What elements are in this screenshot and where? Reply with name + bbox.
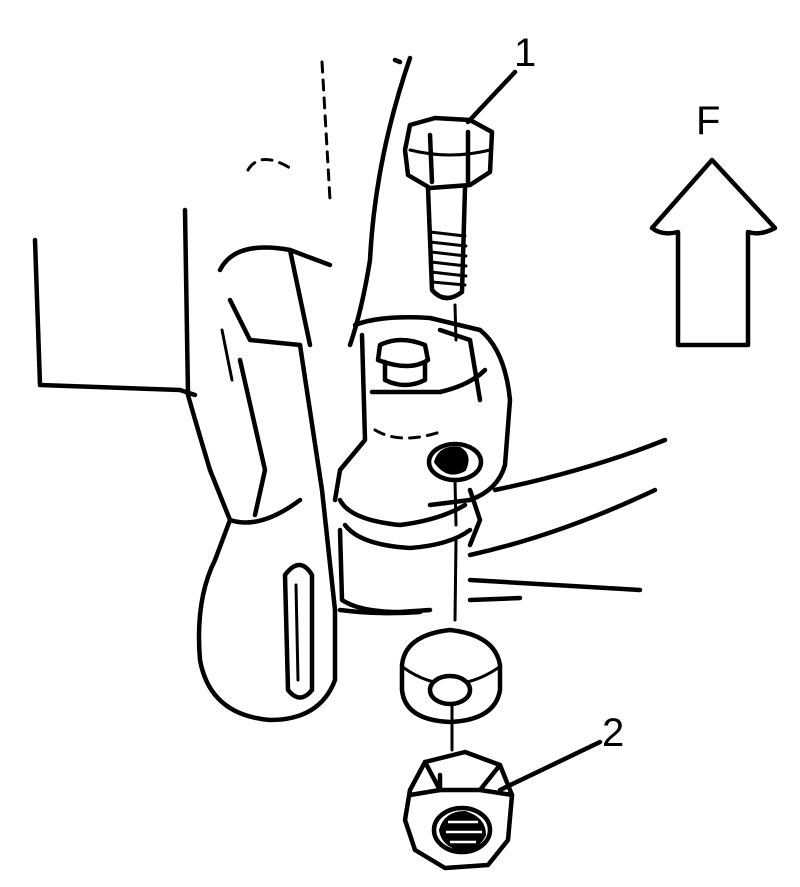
frame-rail-outline — [467, 437, 668, 603]
callout-1-label: 1 — [514, 31, 536, 75]
bushing-bracket — [332, 315, 513, 615]
forward-direction-indicator: F — [649, 99, 778, 348]
up-arrow-icon — [649, 157, 778, 348]
control-arm — [196, 342, 423, 723]
callout-bolt: 1 — [465, 31, 536, 125]
vehicle-body-outline — [32, 55, 413, 473]
callout-nut: 2 — [497, 711, 624, 793]
washer — [399, 627, 503, 752]
direction-label: F — [696, 99, 720, 143]
bolt-hole — [426, 441, 484, 622]
callout-2-label: 2 — [602, 711, 624, 755]
lock-nut — [402, 749, 515, 871]
mounting-bolt — [402, 115, 495, 342]
